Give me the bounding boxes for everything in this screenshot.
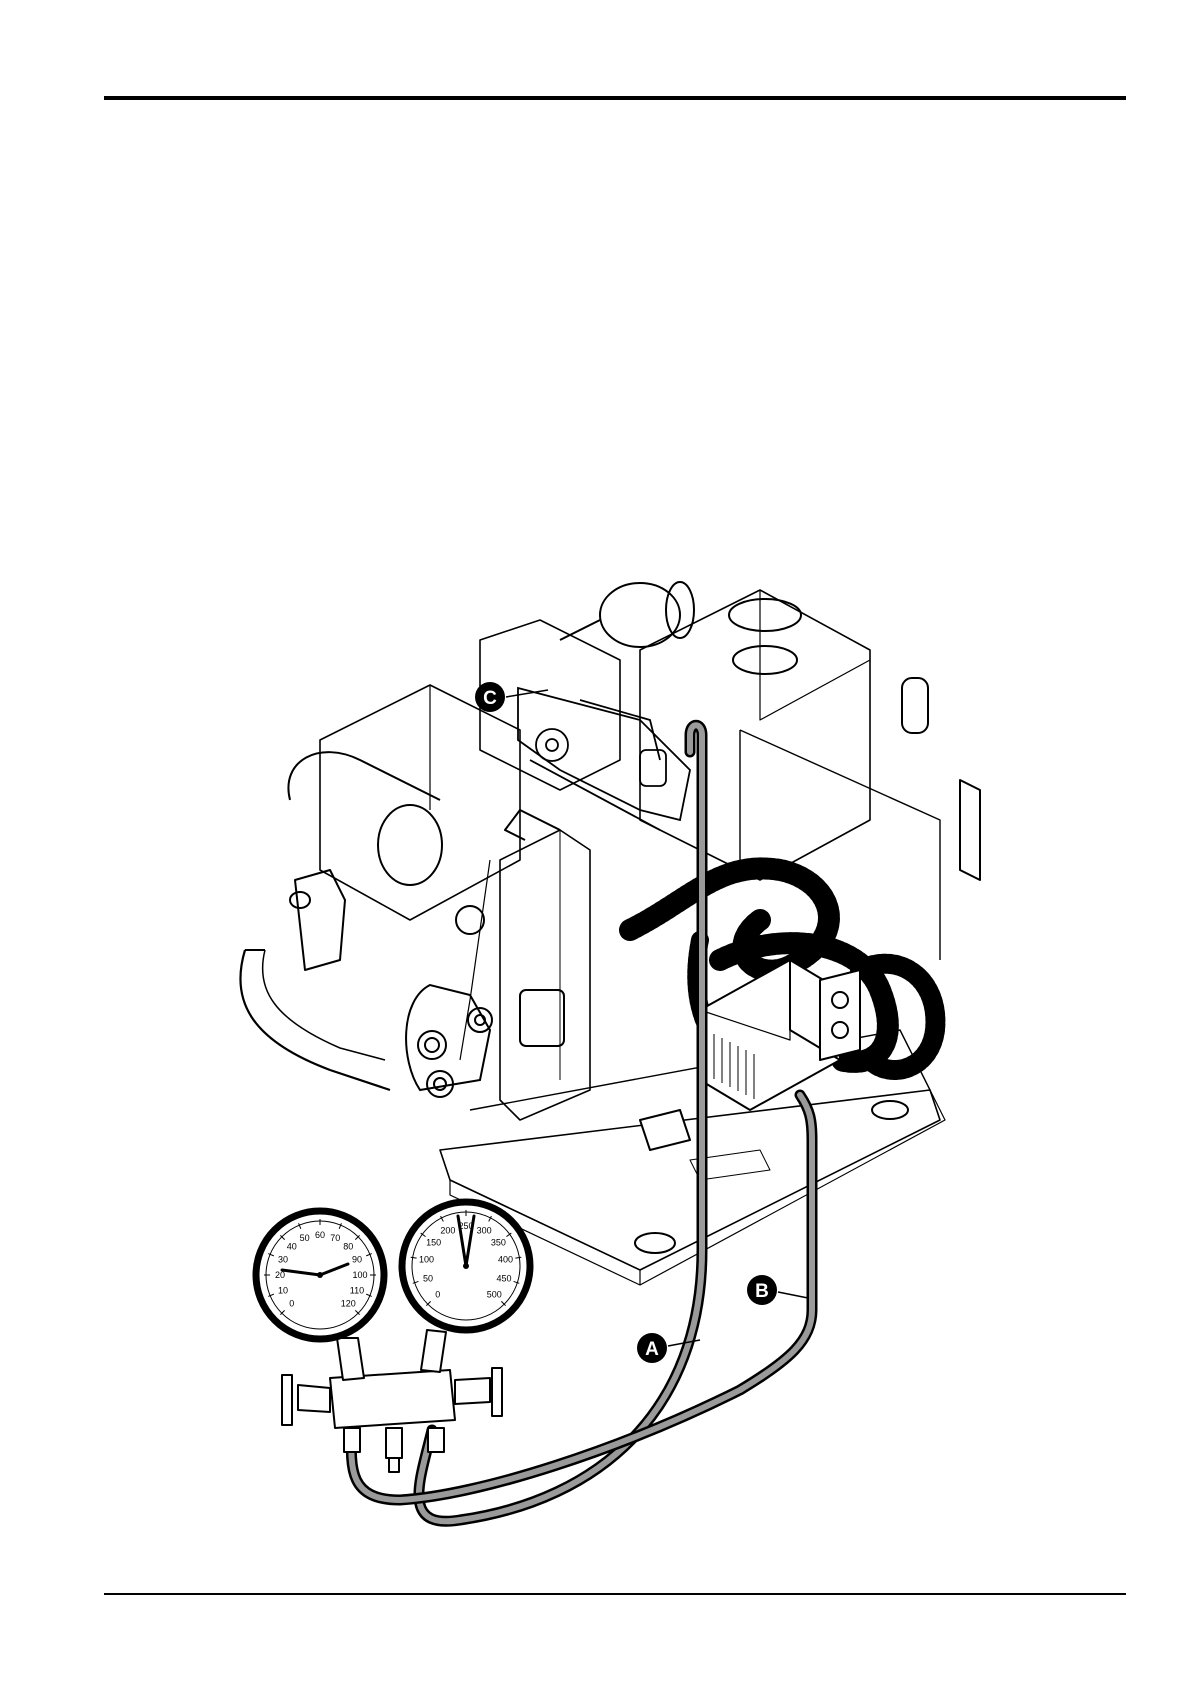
high-gauge-scale-label: 200 — [440, 1225, 455, 1235]
machine-frame — [240, 582, 980, 1285]
low-gauge-scale-label: 70 — [330, 1233, 340, 1243]
callout-a-label: A — [645, 1339, 659, 1360]
low-gauge-scale-label: 90 — [352, 1255, 362, 1265]
high-gauge-scale-label: 350 — [491, 1237, 506, 1247]
low-gauge-scale-label: 40 — [287, 1242, 297, 1252]
high-gauge-scale-label: 450 — [497, 1273, 512, 1283]
manifold-gauge-set — [282, 1330, 502, 1472]
high-gauge-scale-label: 150 — [426, 1237, 441, 1247]
callout-c-label: C — [483, 688, 497, 709]
compressor-unit — [640, 960, 860, 1150]
footer-rule — [104, 1593, 1126, 1595]
callout-b-label: B — [755, 1281, 769, 1302]
high-gauge-scale-label: 100 — [419, 1255, 434, 1265]
high-gauge-scale-label: 0 — [435, 1289, 440, 1299]
low-gauge-scale-label: 10 — [278, 1285, 288, 1295]
high-gauge-scale-label: 400 — [498, 1255, 513, 1265]
callout-b: B — [747, 1275, 808, 1305]
callout-c: C — [475, 682, 548, 712]
low-gauge-scale-label: 0 — [289, 1298, 294, 1308]
low-gauge-scale-label: 80 — [343, 1242, 353, 1252]
low-gauge-scale-label: 50 — [300, 1233, 310, 1243]
low-gauge-scale-label: 60 — [315, 1230, 325, 1240]
low-gauge-scale-label: 100 — [352, 1270, 367, 1280]
high-gauge-scale-label: 500 — [487, 1289, 502, 1299]
high-gauge-scale-label: 300 — [477, 1225, 492, 1235]
service-valve-assembly — [518, 688, 690, 830]
low-gauge-scale-label: 110 — [350, 1285, 364, 1295]
low-gauge-scale-label: 120 — [341, 1298, 356, 1308]
pulley-cluster — [406, 985, 492, 1097]
low-gauge-scale-label: 30 — [278, 1255, 288, 1265]
high-gauge-scale-label: 50 — [423, 1273, 433, 1283]
